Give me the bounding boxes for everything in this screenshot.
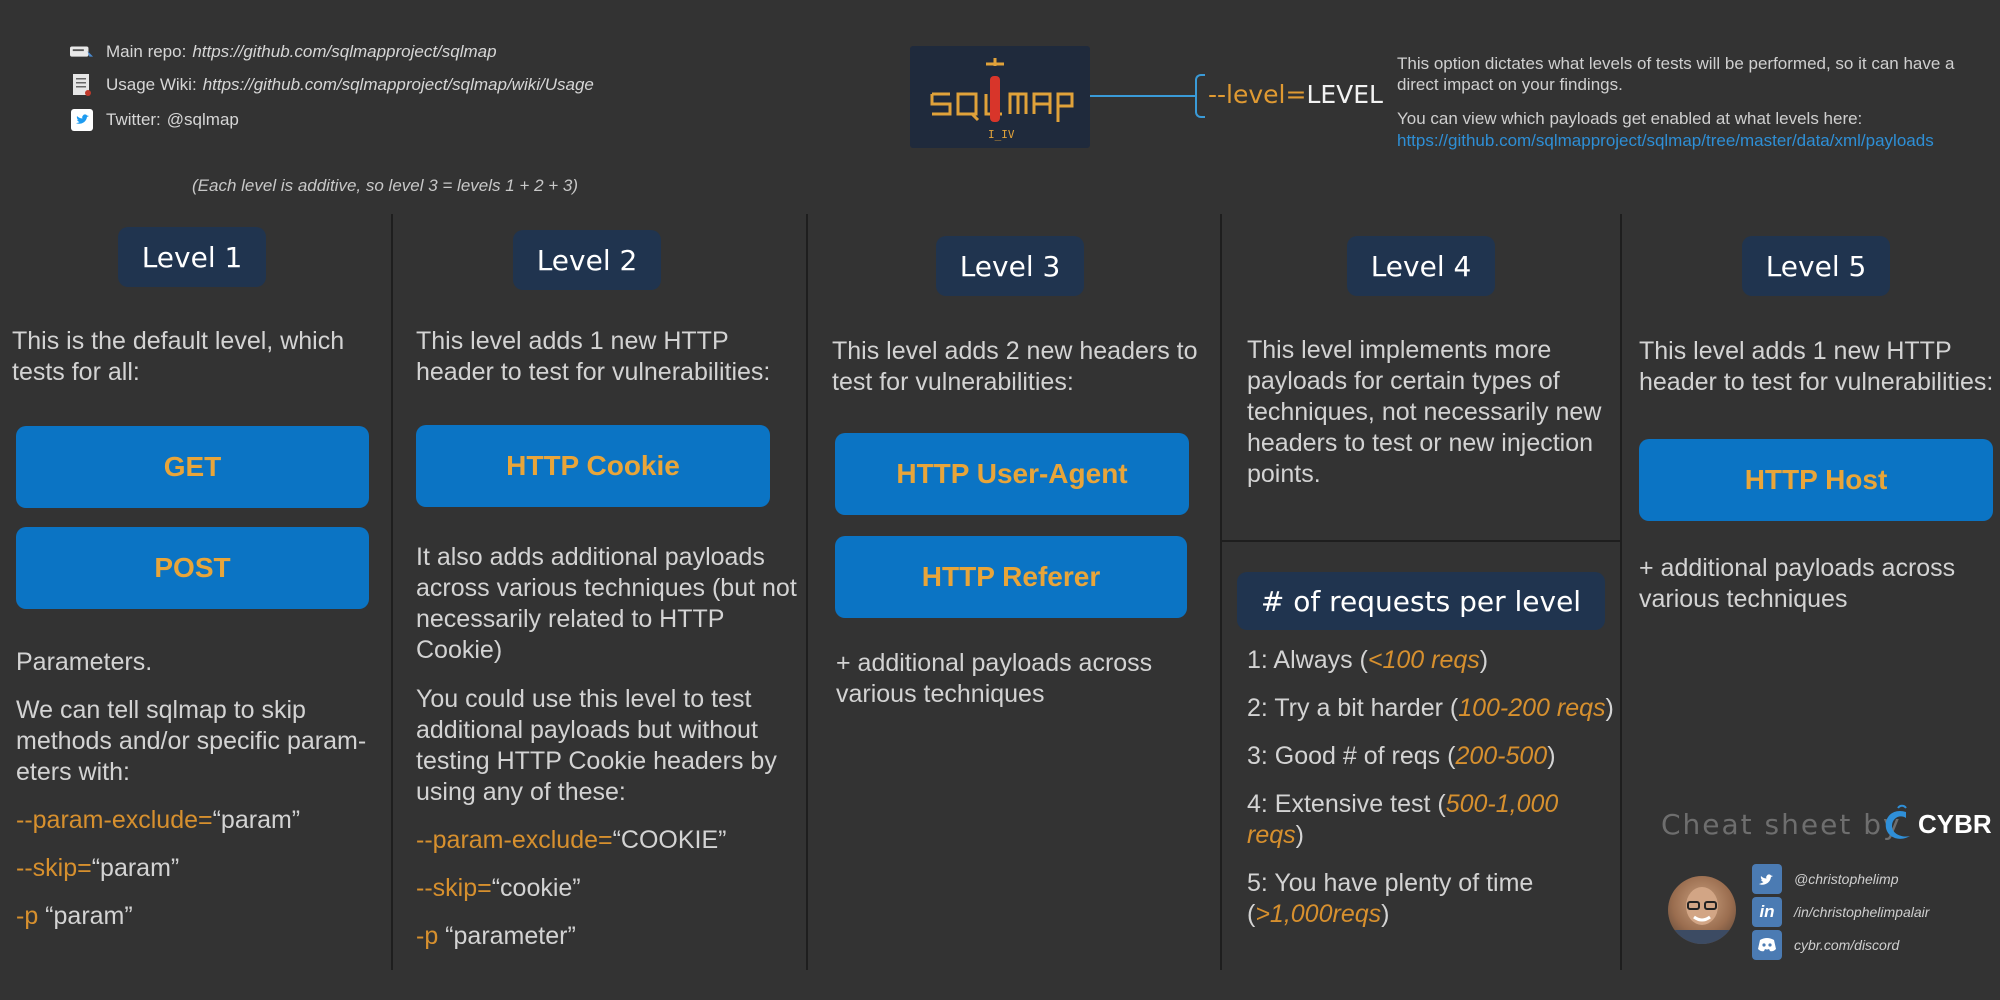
level-2-also-text: It also adds additional payloads across … [416, 543, 797, 664]
level-4-title: Level 4 [1347, 236, 1495, 296]
connector-line [1090, 95, 1195, 97]
level-1-option-p: -p “param” [16, 902, 133, 930]
get-method-badge: GET [16, 426, 369, 508]
twitter-icon [1752, 864, 1782, 894]
level-1-skip-text: We can tell sqlmap to skip methods and/o… [16, 696, 367, 786]
level-1-option-skip: --skip=“param” [16, 854, 180, 882]
level-3-extra: + additional payloads across various tec… [836, 649, 1153, 708]
level-option-key: --level= [1208, 80, 1307, 109]
requests-per-level-title: # of requests per level [1237, 572, 1605, 630]
level-2-option-p: -p “parameter” [416, 922, 576, 950]
github-icon [70, 40, 94, 64]
http-referer-badge: HTTP Referer [835, 536, 1187, 618]
level-3-title: Level 3 [936, 236, 1084, 296]
twitter-handle[interactable]: @sqlmap [166, 110, 239, 129]
requests-level-2: 2: Try a bit harder (100-200 reqs) [1247, 694, 1614, 722]
post-method-badge: POST [16, 527, 369, 609]
level-1-parameters: Parameters. [16, 648, 153, 676]
main-repo-link[interactable]: https://github.com/sqlmapproject/sqlmap [192, 42, 497, 61]
level-2-option-param-exclude: --param-exclude=“COOKIE” [416, 826, 727, 854]
svg-text:I_IV: I_IV [988, 128, 1015, 141]
level-2-option-skip: --skip=“cookie” [416, 874, 581, 902]
payloads-link[interactable]: https://github.com/sqlmapproject/sqlmap/… [1397, 131, 1934, 150]
column-divider [1220, 214, 1222, 970]
level-4-intro: This level implements more payloads for … [1247, 336, 1602, 488]
requests-level-3: 3: Good # of reqs (200-500) [1247, 742, 1556, 770]
twitter-label: Twitter: [106, 110, 161, 129]
twitter-row: Twitter: @sqlmap [70, 108, 239, 132]
level-2-could-text: You could use this level to test additio… [416, 685, 777, 806]
http-cookie-badge: HTTP Cookie [416, 425, 770, 507]
http-user-agent-badge: HTTP User-Agent [835, 433, 1189, 515]
cybr-logo: CYBR [1880, 804, 1992, 844]
cybr-logo-icon [1885, 804, 1910, 839]
social-twitter[interactable]: @christophelimp [1752, 864, 1898, 894]
level-5-extra: + additional payloads across various tec… [1639, 554, 1956, 613]
level-1-intro: This is the default level, which tests f… [12, 327, 345, 386]
cheat-sheet-credit: Cheat sheet by [1661, 808, 1902, 841]
main-repo-row: Main repo: https://github.com/sqlmapproj… [70, 40, 497, 64]
option-description: This option dictates what levels of test… [1397, 54, 1955, 94]
usage-wiki-row: Usage Wiki: https://github.com/sqlmappro… [70, 73, 594, 97]
discord-link: cybr.com/discord [1794, 937, 1900, 953]
discord-icon [1752, 930, 1782, 960]
requests-level-5: 5: You have plenty of time (>1,000reqs) [1247, 869, 1534, 928]
level-option: --level=LEVEL [1208, 80, 1383, 109]
row-divider [1222, 540, 1620, 542]
avatar [1668, 876, 1736, 944]
level-3-intro: This level adds 2 new headers to test fo… [832, 337, 1198, 396]
linkedin-icon: in [1752, 897, 1782, 927]
usage-wiki-link[interactable]: https://github.com/sqlmapproject/sqlmap/… [202, 75, 594, 94]
usage-wiki-label: Usage Wiki: [106, 75, 197, 94]
level-1-option-param-exclude: --param-exclude=“param” [16, 806, 301, 834]
requests-level-4: 4: Extensive test (500-1,000 reqs) [1247, 790, 1559, 849]
cybr-brand: CYBR [1918, 808, 1992, 839]
level-5-intro: This level adds 1 new HTTP header to tes… [1639, 337, 1994, 396]
main-repo-label: Main repo: [106, 42, 187, 61]
level-5-title: Level 5 [1742, 236, 1890, 296]
additive-note: (Each level is additive, so level 3 = le… [192, 176, 579, 195]
document-icon [70, 73, 94, 97]
column-divider [391, 214, 393, 970]
social-discord[interactable]: cybr.com/discord [1752, 930, 1899, 960]
twitter-handle-credit: @christophelimp [1794, 871, 1899, 887]
level-1-title: Level 1 [118, 227, 266, 287]
level-option-value: LEVEL [1306, 80, 1383, 109]
column-divider [806, 214, 808, 970]
bracket [1195, 74, 1205, 118]
social-linkedin[interactable]: in /in/christophelimpalair [1752, 897, 1929, 927]
level-2-intro: This level adds 1 new HTTP header to tes… [416, 327, 771, 386]
column-divider [1620, 214, 1622, 970]
payloads-description: You can view which payloads get enabled … [1397, 109, 1863, 128]
linkedin-handle: /in/christophelimpalair [1794, 904, 1930, 920]
requests-level-1: 1: Always (<100 reqs) [1247, 646, 1489, 674]
level-2-title: Level 2 [513, 230, 661, 290]
twitter-icon [70, 108, 94, 132]
sqlmap-logo: I_IV [910, 46, 1090, 148]
http-host-badge: HTTP Host [1639, 439, 1993, 521]
